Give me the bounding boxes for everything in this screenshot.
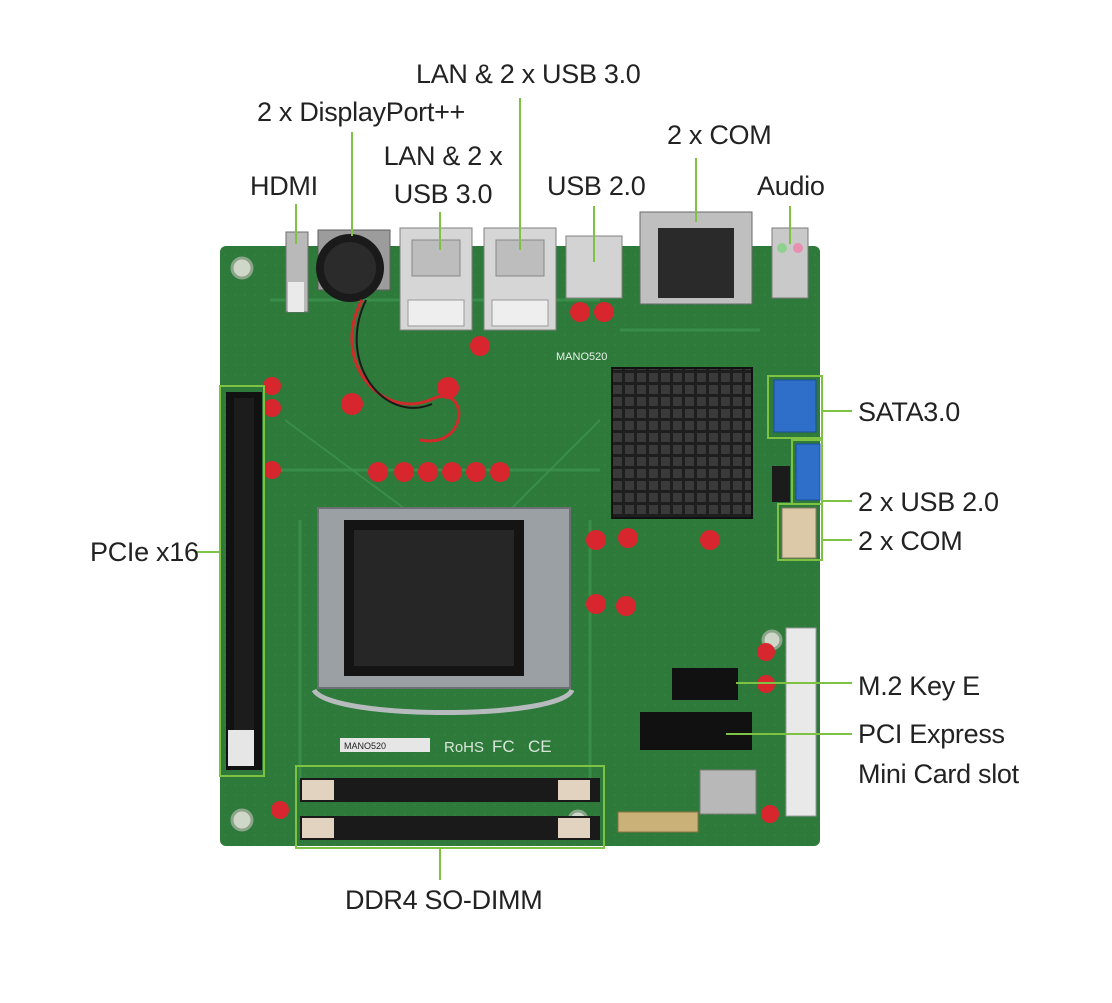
m2-slot (672, 668, 738, 700)
label-usb2-side: 2 x USB 2.0 (858, 487, 999, 517)
board-model-marking: MANO520 (556, 351, 607, 363)
label-ddr4: DDR4 SO-DIMM (345, 885, 543, 915)
capacitors (263, 302, 779, 823)
cpu-socket (311, 507, 575, 715)
callout-box-sata (767, 375, 823, 439)
label-lan-usb3-b: LAN & 2 x USB 3.0 (416, 59, 641, 89)
ddr4-slots (300, 778, 600, 840)
atx-power-connector (785, 627, 817, 817)
mounting-hole (230, 808, 254, 832)
fc-mark: FC (492, 737, 515, 756)
label-sata: SATA3.0 (858, 397, 960, 427)
callout-lines (196, 98, 852, 880)
battery-cable (350, 299, 461, 443)
mini-pcie-slot (640, 712, 752, 750)
pcie-x16-slot (226, 392, 262, 770)
label-com-side: 2 x COM (858, 526, 963, 556)
mounting-hole (230, 256, 254, 280)
callout-box-com-side (777, 503, 823, 561)
callout-box-ddr4 (295, 765, 605, 849)
com-header (781, 507, 817, 559)
rear-io (285, 211, 809, 331)
label-lan-usb3-a-line2: USB 3.0 (393, 179, 493, 209)
label-audio: Audio (757, 171, 825, 201)
label-mini-pcie-line1: PCI Express (858, 719, 1005, 749)
sim-socket (699, 769, 757, 815)
ce-mark: CE (528, 737, 552, 756)
label-m2: M.2 Key E (858, 671, 980, 701)
label-mini-pcie-line2: Mini Card slot (858, 759, 1019, 789)
label-displayport: 2 x DisplayPort++ (257, 97, 465, 127)
label-pcie: PCIe x16 (90, 537, 199, 567)
board-sticker (340, 738, 430, 752)
label-hdmi: HDMI (250, 171, 318, 201)
sata-connectors (773, 379, 821, 501)
label-lan-usb3-a-line1: LAN & 2 x (383, 141, 503, 171)
hdmi-port (288, 282, 304, 312)
label-usb2-top: USB 2.0 (547, 171, 646, 201)
callout-box-pcie (219, 385, 265, 777)
usb2-header (772, 466, 790, 502)
lvds-connector (617, 811, 699, 833)
board-sticker-text: MANO520 (344, 741, 386, 751)
rohs-mark: RoHS (444, 739, 484, 756)
chipset-heatsink (611, 367, 753, 519)
label-com-top: 2 x COM (667, 120, 772, 150)
